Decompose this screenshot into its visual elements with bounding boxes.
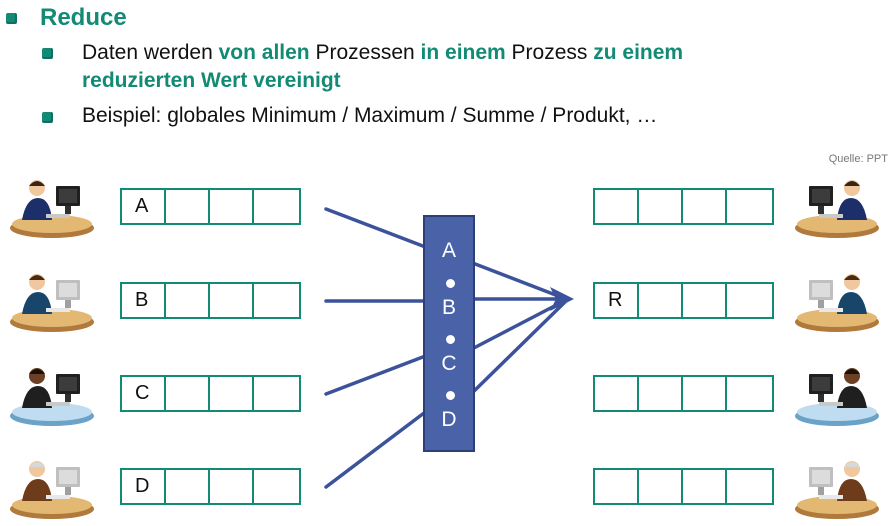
reduce-operation-box: A B C D <box>423 215 475 452</box>
buffer-cell: A <box>122 190 166 223</box>
buffer-cell <box>595 190 639 223</box>
bullet-text-1: Daten werden von allen Prozessen in eine… <box>82 39 683 95</box>
title-bullet <box>6 13 17 24</box>
buffer-cell <box>166 284 210 317</box>
converge-line <box>468 299 568 397</box>
buffer-cell: B <box>122 284 166 317</box>
bullet-marker <box>42 48 53 59</box>
person-at-computer-icon <box>10 180 94 238</box>
buffer-cell <box>210 284 254 317</box>
bullet-text-2: Beispiel: globales Minimum / Maximum / S… <box>82 104 658 127</box>
buffer-cell <box>166 470 210 503</box>
buffer-cell <box>254 470 299 503</box>
source-note: Quelle: PPT <box>828 153 888 165</box>
bullet-1-emphasis: zu einem <box>593 41 684 64</box>
buffer-cell <box>639 284 683 317</box>
bullet-marker <box>42 112 53 123</box>
slide-title: Reduce <box>40 4 127 31</box>
person-at-computer-icon <box>795 461 879 519</box>
buffer-cell <box>727 470 772 503</box>
result-row-1 <box>593 188 774 225</box>
person-at-computer-icon <box>10 274 94 332</box>
operand-a: A <box>441 239 456 262</box>
person-at-computer-icon <box>10 368 94 426</box>
buffer-cell <box>254 377 299 410</box>
operand-d: D <box>441 408 457 431</box>
arrow-line-c <box>324 353 430 396</box>
arrow-line-d <box>324 408 430 489</box>
bullet-1-emphasis: in einem <box>420 41 506 64</box>
bullet-1-text: Prozessen <box>309 41 421 64</box>
buffer-cell <box>210 470 254 503</box>
result-row-3 <box>593 375 774 412</box>
result-row-4 <box>593 468 774 505</box>
bullet-1-text: Daten werden <box>82 41 219 64</box>
buffer-cell <box>254 190 299 223</box>
buffer-cell <box>639 470 683 503</box>
buffer-cell <box>595 377 639 410</box>
person-at-computer-icon <box>795 180 879 238</box>
buffer-cell <box>727 284 772 317</box>
operand-c: C <box>441 352 457 375</box>
converge-line <box>468 298 568 352</box>
buffer-cell <box>639 190 683 223</box>
buffer-row-a: A <box>120 188 301 225</box>
buffer-cell <box>683 190 727 223</box>
buffer-cell <box>254 284 299 317</box>
buffer-cell <box>210 190 254 223</box>
operator-dot <box>446 335 455 344</box>
result-cell: R <box>595 284 639 317</box>
buffer-cell <box>166 377 210 410</box>
buffer-row-c: C <box>120 375 301 412</box>
buffer-row-b: B <box>120 282 301 319</box>
bullet-1-emphasis: von allen <box>218 41 310 64</box>
buffer-cell <box>166 190 210 223</box>
buffer-cell <box>727 190 772 223</box>
arrowhead-icon <box>550 287 574 311</box>
buffer-cell <box>595 470 639 503</box>
buffer-cell <box>727 377 772 410</box>
person-at-computer-icon <box>795 274 879 332</box>
buffer-cell <box>683 470 727 503</box>
buffer-cell: C <box>122 377 166 410</box>
operator-dot <box>446 279 455 288</box>
bullet-1-emphasis: reduzierten Wert vereinigt <box>82 69 341 92</box>
buffer-cell <box>639 377 683 410</box>
converge-line <box>468 260 568 301</box>
buffer-cell: D <box>122 470 166 503</box>
buffer-cell <box>683 284 727 317</box>
result-row-2: R <box>593 282 774 319</box>
person-at-computer-icon <box>795 368 879 426</box>
buffer-cell <box>683 377 727 410</box>
arrow-line-a <box>324 207 430 250</box>
person-at-computer-icon <box>10 461 94 519</box>
buffer-cell <box>210 377 254 410</box>
buffer-row-d: D <box>120 468 301 505</box>
operator-dot <box>446 391 455 400</box>
bullet-1-text: Prozess <box>505 41 594 64</box>
operand-b: B <box>441 296 456 319</box>
